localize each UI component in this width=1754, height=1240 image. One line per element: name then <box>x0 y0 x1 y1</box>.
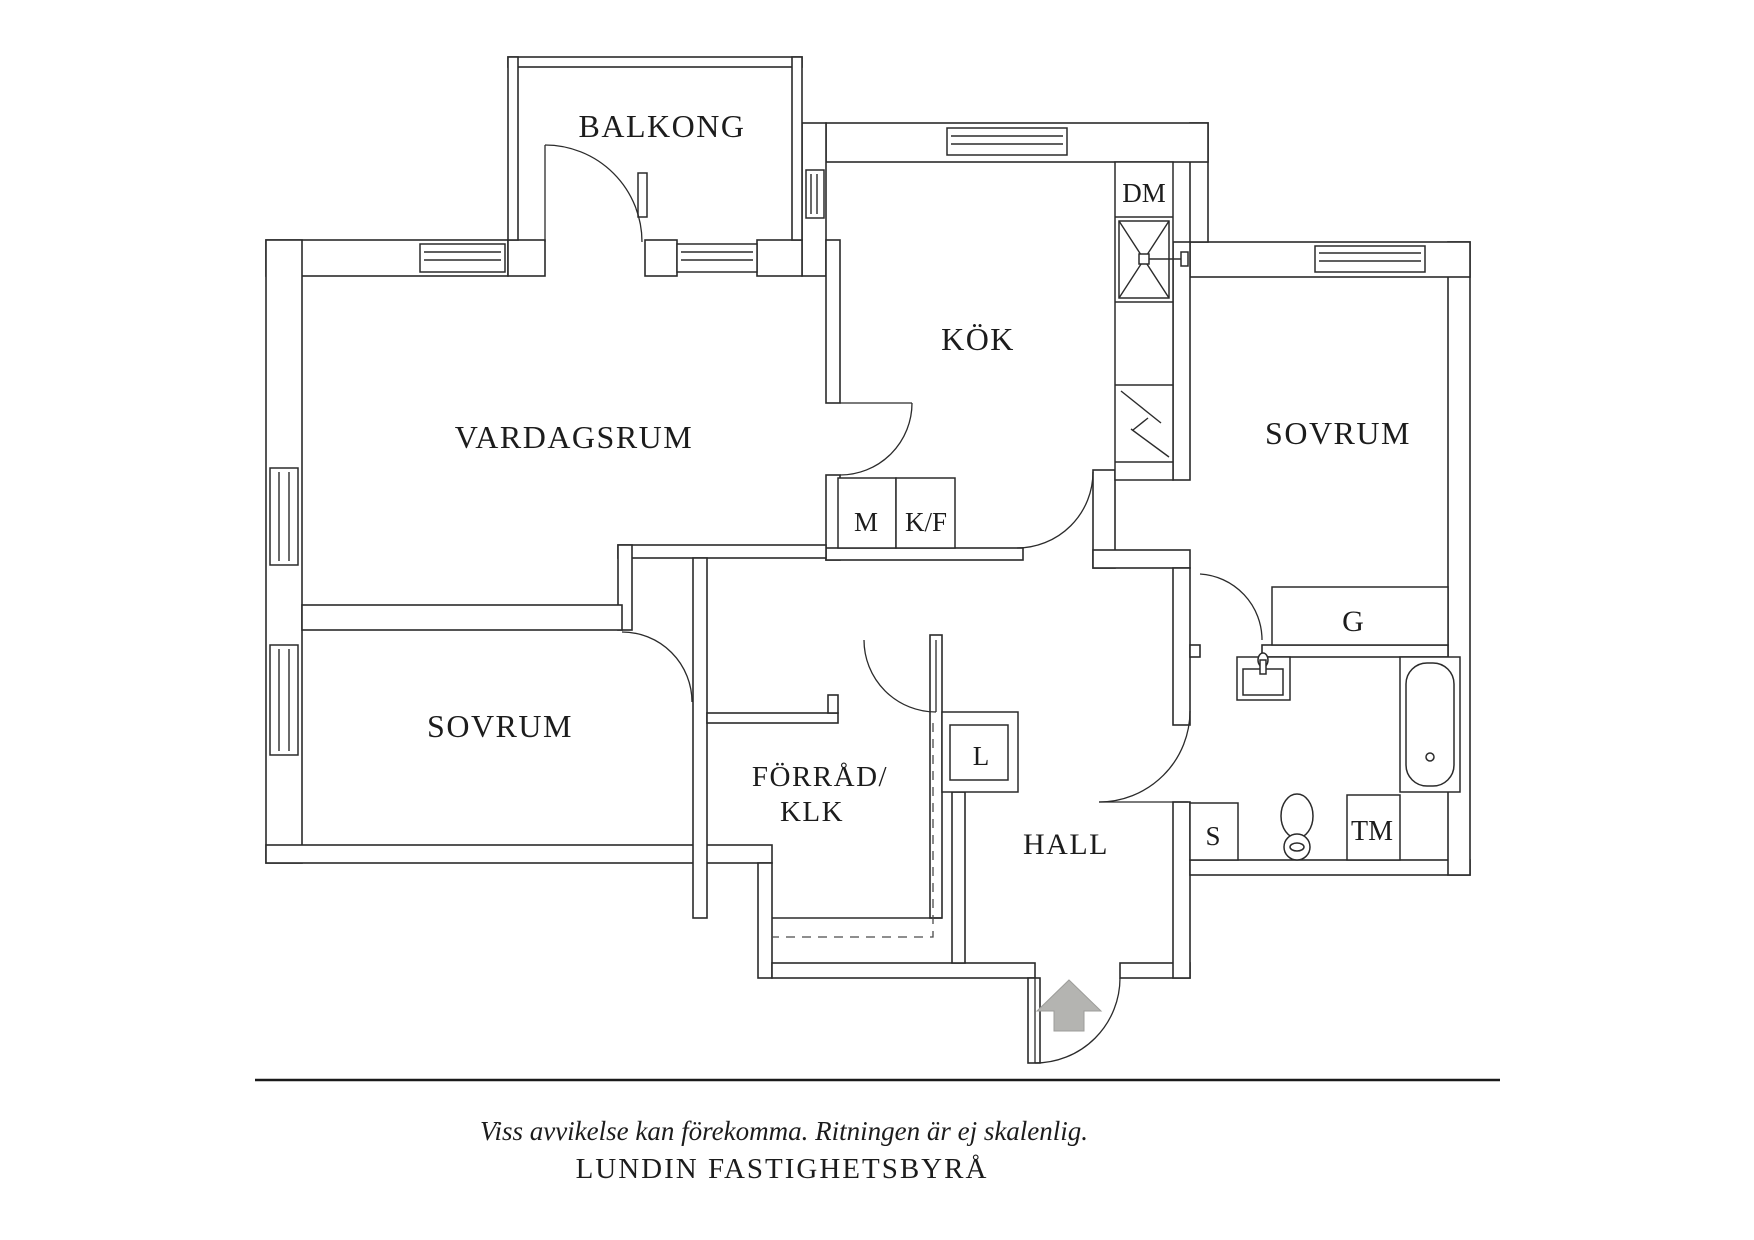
label-sovrum-left: SOVRUM <box>427 708 573 744</box>
label-sovrum-right: SOVRUM <box>1265 415 1411 451</box>
window-left-bedroom <box>269 644 299 756</box>
label-kf: K/F <box>905 507 947 537</box>
linen-closet-box <box>941 711 1019 793</box>
footer-disclaimer: Viss avvikelse kan förekomma. Ritningen … <box>480 1116 1088 1146</box>
kitchen-exit-door <box>1016 471 1094 549</box>
kitchen-sink-icon <box>1118 220 1189 299</box>
window-bedroom-right <box>1314 245 1426 273</box>
wardrobe-box <box>1271 586 1449 646</box>
exterior-walls <box>265 122 1471 1064</box>
balcony-door <box>544 144 643 243</box>
interior-walls <box>301 239 1449 964</box>
label-l: L <box>973 741 990 771</box>
cabinet-box <box>1189 802 1239 861</box>
label-tm: TM <box>1351 816 1393 847</box>
bathtub-icon <box>1399 656 1461 793</box>
balcony-window-post <box>637 172 648 218</box>
washing-machine-box <box>1346 794 1401 861</box>
label-g: G <box>1342 605 1364 638</box>
label-forrad-line1: FÖRRÅD/ <box>752 761 888 793</box>
kitchen-counter <box>1114 161 1189 481</box>
label-forrad-line2: KLK <box>780 796 844 828</box>
bedroom-right-door <box>1199 573 1263 641</box>
microwave-box <box>837 477 897 549</box>
bathroom-sink-icon <box>1236 652 1291 701</box>
balcony-walls <box>507 56 803 241</box>
entrance-arrow-icon <box>1035 979 1103 1032</box>
storage-door <box>863 639 937 713</box>
entrance-door <box>1034 977 1121 1064</box>
windows <box>269 127 1426 756</box>
kitchen-door <box>839 402 913 476</box>
window-kitchen <box>946 127 1068 156</box>
window-left-living <box>269 467 299 566</box>
label-hall: HALL <box>1023 828 1109 861</box>
label-balkong: BALKONG <box>579 108 746 144</box>
window-under-balcony <box>676 243 758 273</box>
footer-brand: LUNDIN FASTIGHETSBYRÅ <box>576 1153 989 1185</box>
window-living-top-left <box>419 243 506 273</box>
boxes <box>837 477 1449 861</box>
bedroom-left-door <box>621 631 693 703</box>
stove-icon <box>1120 390 1170 458</box>
overhead-dashed-line <box>772 723 934 938</box>
label-vardagsrum: VARDAGSRUM <box>455 419 693 455</box>
fridge-freezer-box <box>895 477 956 549</box>
label-dm: DM <box>1122 178 1166 208</box>
toilet-icon <box>1280 793 1314 861</box>
label-s: S <box>1205 821 1220 851</box>
label-kok: KÖK <box>941 321 1015 357</box>
bathroom-fixtures <box>1236 652 1461 861</box>
bathroom-door <box>1098 710 1191 803</box>
doors <box>544 144 1263 1064</box>
label-m: M <box>854 507 878 537</box>
window-step-side <box>805 169 825 219</box>
